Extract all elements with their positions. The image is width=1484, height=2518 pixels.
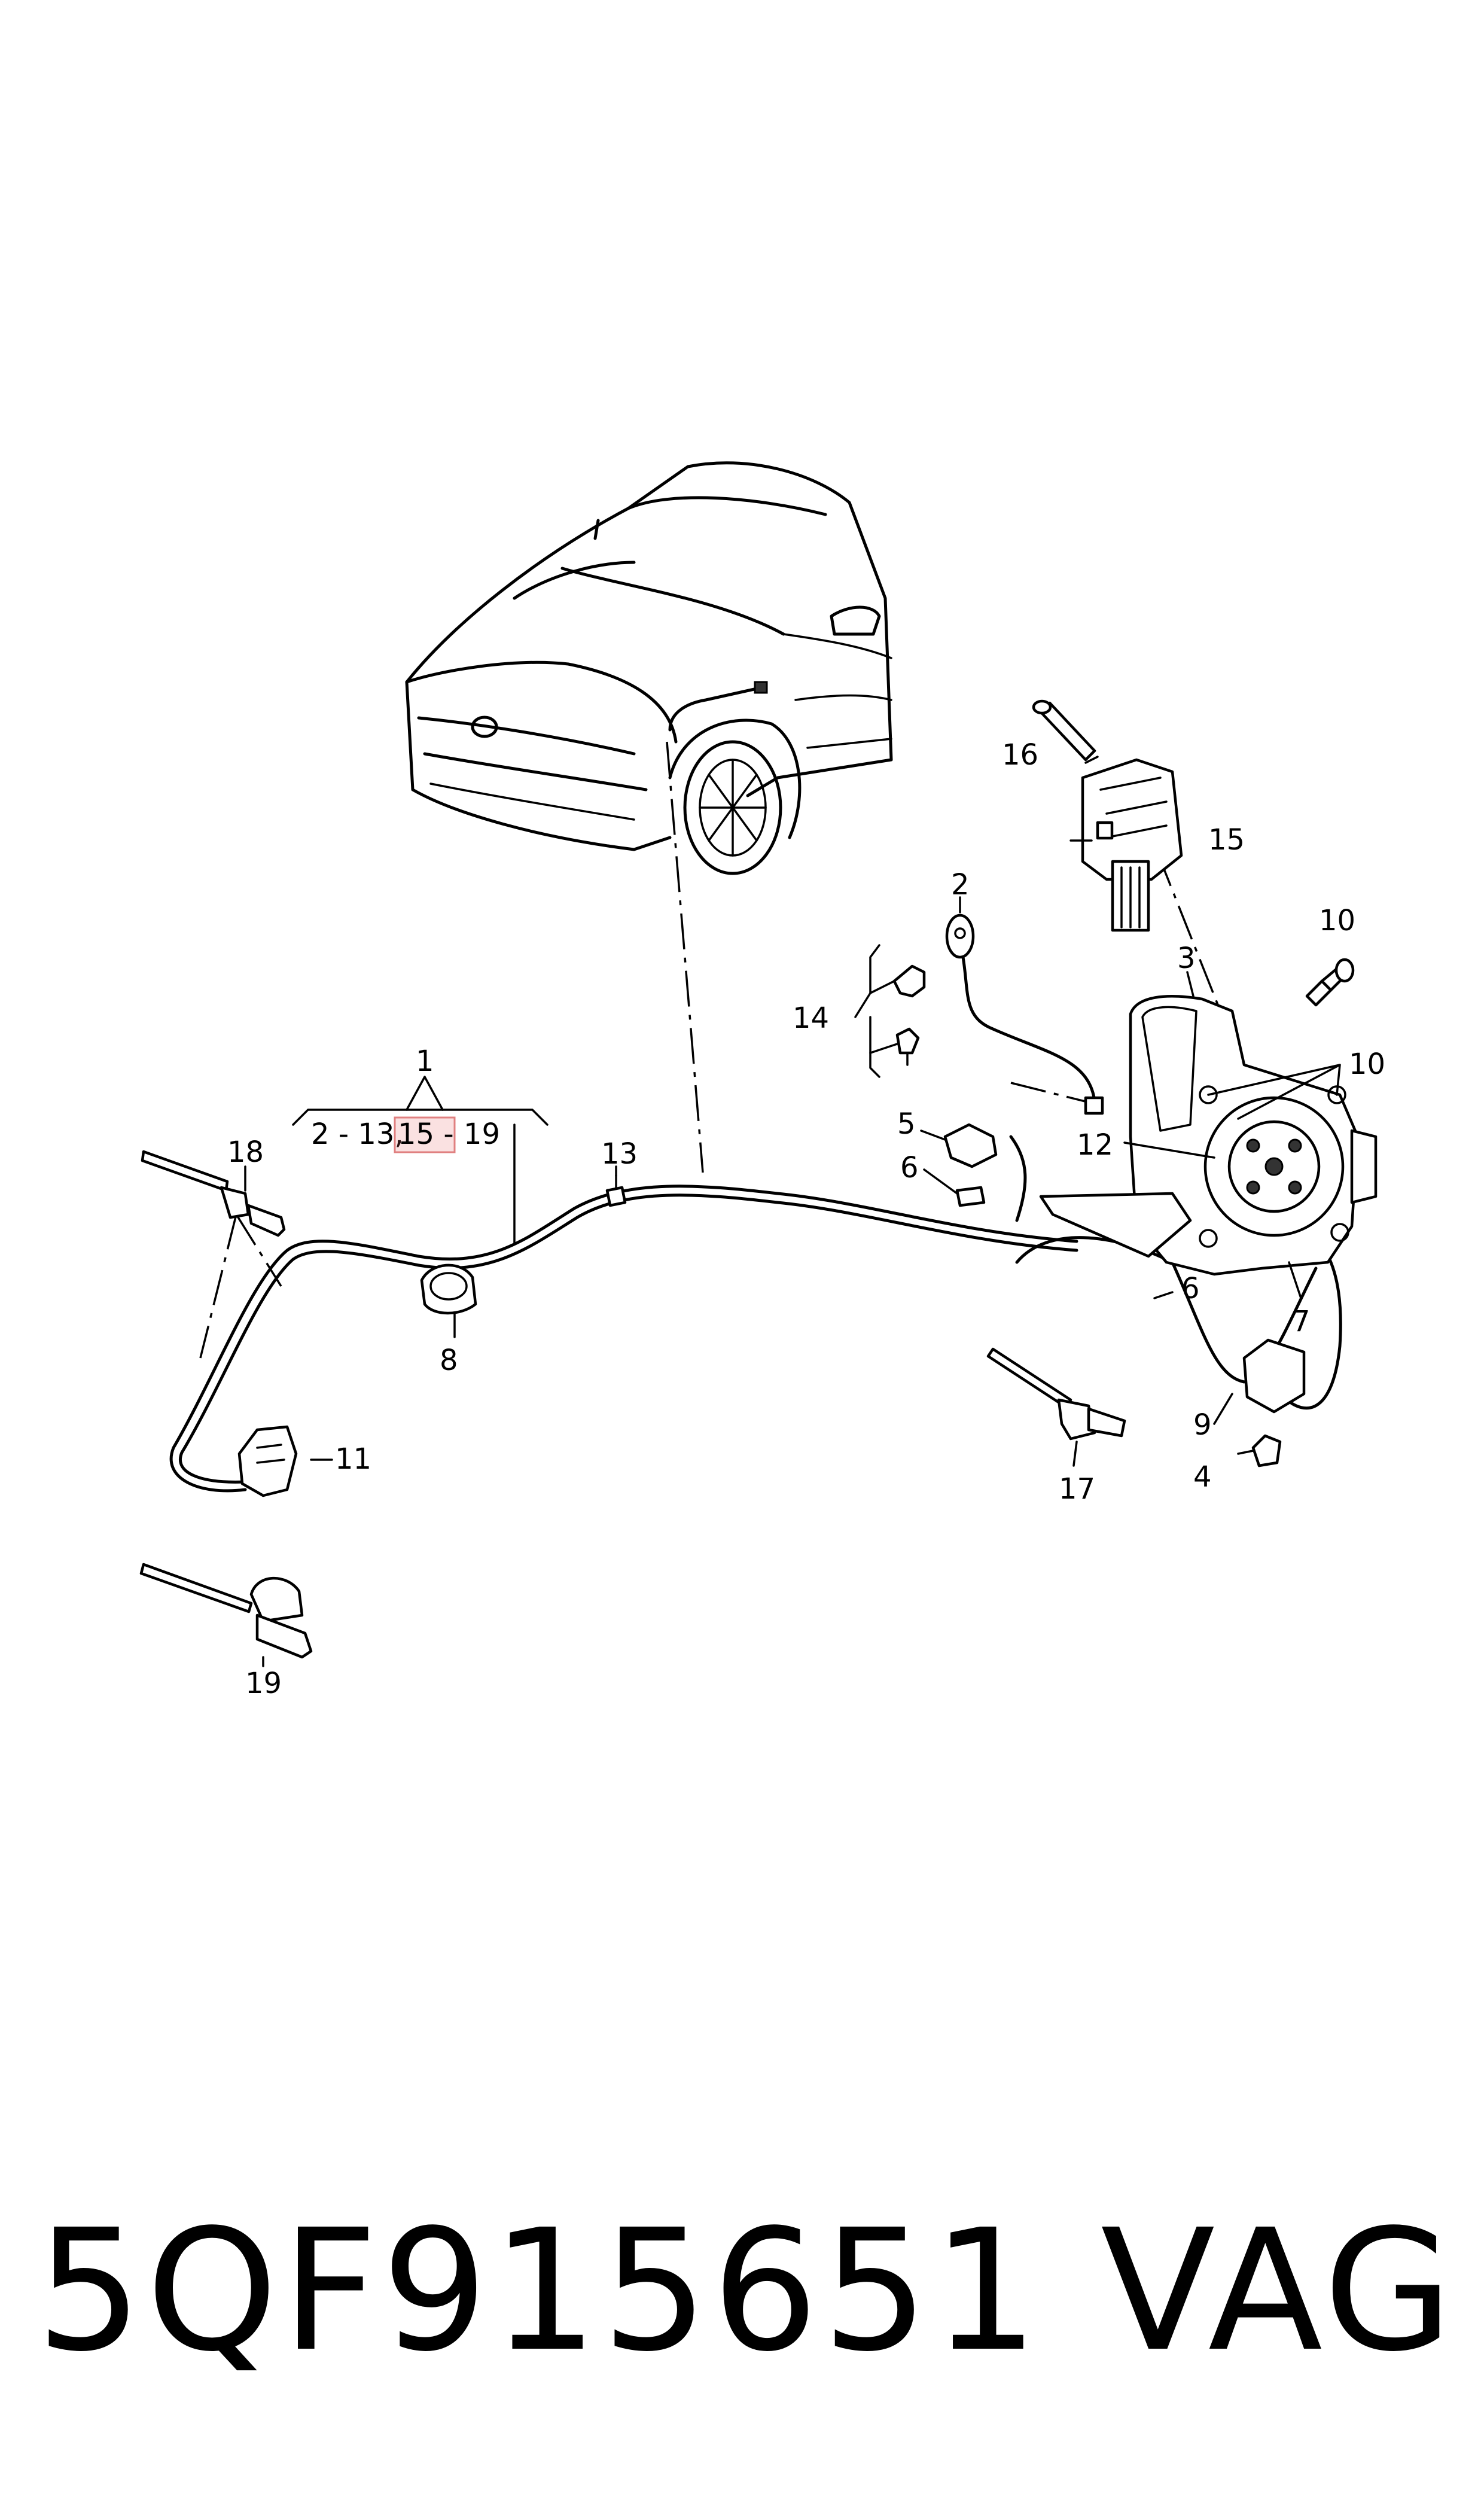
callout-10a: 10 — [1319, 904, 1355, 937]
part-2-sensor — [945, 914, 1104, 1115]
callout-9: 9 — [1193, 1408, 1212, 1442]
callout-3: 3 — [1177, 942, 1196, 975]
callout-11: 11 — [335, 1442, 371, 1476]
group-range-c: 19 — [464, 1118, 500, 1151]
group-range-b: 15 - — [398, 1118, 454, 1151]
part-18-cable-tie — [141, 1150, 286, 1237]
group-range-highlight — [394, 1116, 456, 1153]
part-5-connector — [943, 1123, 998, 1207]
leader-lines — [199, 741, 1233, 1359]
part-19-cable-tie — [139, 1563, 313, 1659]
callout-15: 15 — [1208, 823, 1245, 857]
callout-numbers: 2 3 4 5 6 6 7 8 9 10 10 11 12 13 14 15 1… — [227, 738, 1385, 1700]
callout-17: 17 — [1059, 1472, 1095, 1506]
part-number: 5QF915651 — [36, 2194, 1043, 2389]
part-15-actuator — [1032, 699, 1183, 932]
vehicle-illustration — [405, 461, 893, 875]
callout-8: 8 — [440, 1344, 458, 1377]
part-11-connector — [237, 1425, 298, 1497]
callout-5: 5 — [897, 1107, 916, 1141]
callout-14: 14 — [793, 1001, 829, 1035]
group-main-number: 1 — [416, 1045, 434, 1078]
part-13-clip — [605, 1174, 627, 1207]
callout-4: 4 — [1193, 1460, 1212, 1494]
part-3-charging-socket — [1039, 995, 1378, 1276]
callout-6a: 6 — [900, 1151, 919, 1185]
brand-name: VAG — [1101, 2194, 1457, 2389]
callout-13: 13 — [601, 1137, 638, 1171]
callout-6b: 6 — [1181, 1272, 1200, 1305]
callout-12: 12 — [1077, 1128, 1113, 1162]
callout-leaders — [244, 756, 1341, 1667]
callout-19: 19 — [245, 1667, 282, 1700]
part-17-cable-tie — [986, 1347, 1126, 1441]
part-9-connector — [1242, 1338, 1306, 1467]
callout-2: 2 — [951, 868, 970, 902]
part-group-label: 1 2 - 13, 15 - 19 — [311, 1045, 500, 1153]
part-14-fasteners — [892, 964, 926, 1066]
callout-16: 16 — [1002, 738, 1038, 772]
callout-10b: 10 — [1349, 1048, 1385, 1081]
part-10-bolt — [1305, 958, 1355, 1007]
callout-18: 18 — [227, 1135, 264, 1169]
group-range-a: 2 - 13, — [311, 1118, 404, 1151]
callout-7: 7 — [1292, 1305, 1311, 1338]
part-8-clip — [420, 1263, 477, 1315]
